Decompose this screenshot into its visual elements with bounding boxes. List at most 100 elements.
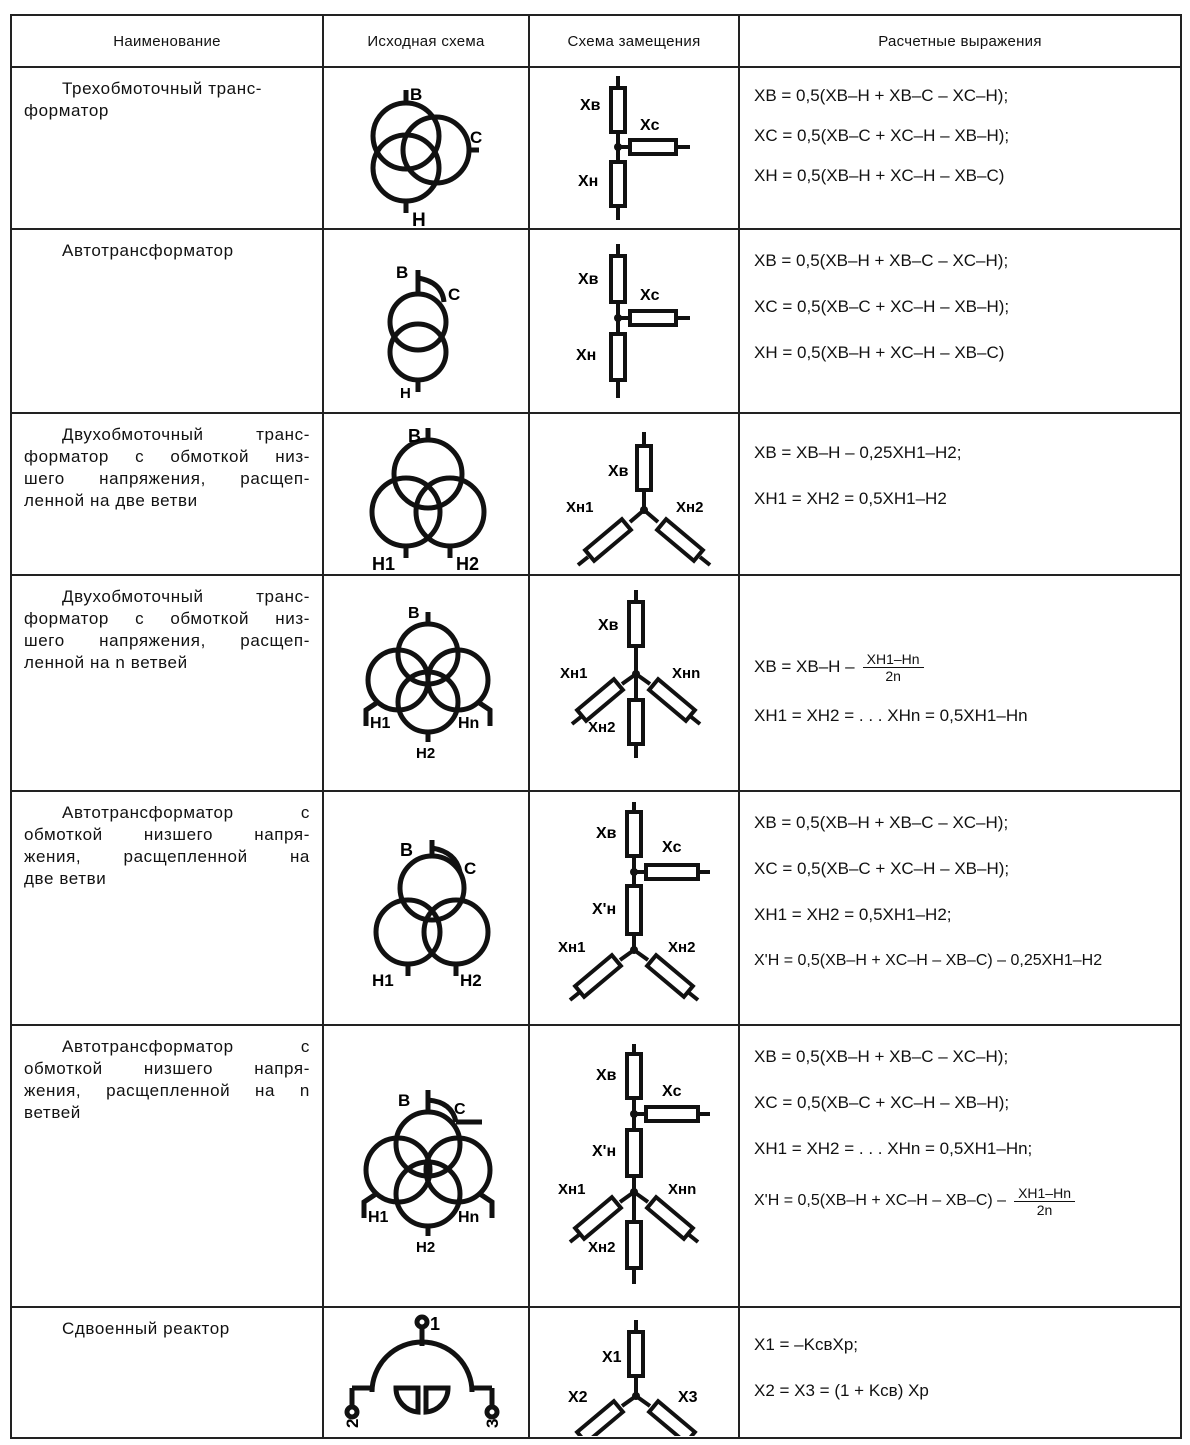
table-row: Трехобмоточный транс- форматор В С Н [10, 66, 1182, 230]
svg-text:Х1: Х1 [602, 1349, 622, 1366]
expressions-cell: XВ = XВ–Н – 0,25XН1–Н2; XН1 = XН2 = 0,5X… [738, 412, 1182, 576]
equivalent-scheme-cell: Хв Хс Хн [528, 66, 740, 230]
formula: XН1 = XН2 = . . . XНn = 0,5XН1–Нn [754, 706, 1028, 725]
expressions-cell: XВ = 0,5(XВ–Н + XВ–С – XС–Н); XС = 0,5(X… [738, 228, 1182, 414]
svg-text:Хс: Хс [662, 1083, 682, 1100]
equivalent-scheme-cell: Хв Хн1 Хнn Хн2 [528, 574, 740, 792]
svg-text:Хн1: Хн1 [558, 939, 585, 956]
svg-text:В: В [396, 263, 408, 282]
expressions-cell: XВ = XВ–Н – XН1–Нn 2n XН1 = XН2 = . . . … [738, 574, 1182, 792]
row-name: Автотрансформатор с обмоткой низшего нап… [10, 790, 324, 1026]
source-scheme-cell: В Н1 Н2 [322, 412, 530, 576]
table-row: Автотрансформатор с обмоткой низшего нап… [10, 1024, 1182, 1308]
svg-text:Нn: Нn [458, 1209, 479, 1226]
source-scheme-cell: В С Н [322, 66, 530, 230]
formula-fraction: XВ = XВ–Н – XН1–Нn 2n [754, 638, 1168, 696]
svg-text:Хв: Хв [598, 617, 619, 634]
table-row: Автотрансформатор с обмоткой низшего нап… [10, 790, 1182, 1026]
expressions-cell: XВ = 0,5(XВ–Н + XВ–С – XС–Н); XС = 0,5(X… [738, 66, 1182, 230]
svg-text:3: 3 [483, 1419, 502, 1428]
formula: XС = 0,5(XВ–С + XС–Н – XВ–Н); [754, 1093, 1010, 1112]
formula: XН1 = XН2 = 0,5XН1–Н2 [754, 489, 947, 508]
svg-text:1: 1 [430, 1314, 440, 1334]
svg-text:Хн: Хн [578, 173, 598, 190]
star-equivalent-diagram: Хв Хн1 Хн2 [566, 432, 712, 567]
equivalent-scheme-cell: Х1 Х2 Х3 [528, 1306, 740, 1439]
star-equivalent-diagram: Хв Хс Х'н Хн1 Хнn Хн2 [558, 1044, 710, 1284]
svg-text:Хв: Хв [596, 825, 617, 842]
twin-reactor-diagram: 1 2 3 [343, 1314, 502, 1428]
formula: XВ = 0,5(XВ–Н + XВ–С – XС–Н); [754, 251, 1009, 270]
formula: X2 = X3 = (1 + Kсв) Xр [754, 1381, 929, 1400]
formula: XВ = XВ–Н – 0,25XН1–Н2; [754, 443, 962, 462]
svg-text:Хс: Хс [662, 839, 682, 856]
equivalent-scheme-cell: Хв Хс Хн [528, 228, 740, 414]
svg-text:Хн2: Хн2 [588, 1239, 615, 1256]
n-split-autotransformer-diagram: В С Н1 Н2 Нn [361, 1090, 495, 1256]
table-row: Двухобмоточный транс- форматор с обмотко… [10, 412, 1182, 576]
svg-text:Хн2: Хн2 [588, 719, 615, 736]
formula: X'Н = 0,5(XВ–Н + XС–Н – XВ–С) – 0,25XН1–… [754, 952, 1103, 969]
svg-text:Хнn: Хнn [668, 1181, 696, 1198]
svg-text:С: С [448, 285, 460, 304]
equivalent-scheme-cell: Хв Хс Х'н Хн1 Хн2 [528, 790, 740, 1026]
svg-text:Хн1: Хн1 [566, 499, 593, 516]
svg-text:Н1: Н1 [372, 554, 395, 572]
header-source-scheme: Исходная схема [322, 14, 530, 68]
svg-text:Х2: Х2 [568, 1389, 588, 1406]
svg-text:Хв: Хв [578, 271, 599, 288]
svg-text:Хв: Хв [608, 463, 629, 480]
svg-text:Хв: Хв [596, 1067, 617, 1084]
row-name: Двухобмоточный транс- форматор с обмотко… [10, 574, 324, 792]
expressions-cell: XВ = 0,5(XВ–Н + XВ–С – XС–Н); XС = 0,5(X… [738, 1024, 1182, 1308]
svg-text:Н: Н [412, 210, 426, 226]
star-equivalent-diagram: Хв Хс Х'н Хн1 Хн2 [558, 802, 710, 1002]
svg-text:Н2: Н2 [416, 745, 435, 762]
three-winding-transformer-diagram: В С Н [370, 85, 482, 226]
svg-text:Хс: Хс [640, 287, 660, 304]
svg-text:В: В [410, 85, 422, 104]
svg-text:Н: Н [400, 385, 411, 402]
table-row: Автотрансформатор В С Н Хв [10, 228, 1182, 414]
table-row: Сдвоенный реактор 1 2 3 [10, 1306, 1182, 1439]
formula: XС = 0,5(XВ–С + XС–Н – XВ–Н); [754, 297, 1010, 316]
svg-text:В: В [400, 840, 413, 860]
row-name: Автотрансформатор [10, 228, 324, 414]
source-scheme-cell: В С Н1 Н2 Нn [322, 1024, 530, 1308]
svg-text:С: С [464, 859, 476, 878]
formula: XВ = 0,5(XВ–Н + XВ–С – XС–Н); [754, 86, 1009, 105]
row-name: Трехобмоточный транс- форматор [10, 66, 324, 230]
svg-text:Хн2: Хн2 [668, 939, 695, 956]
equivalent-scheme-cell: Хв Хн1 Хн2 [528, 412, 740, 576]
transformer-table: Наименование Исходная схема Схема замеще… [10, 14, 1182, 1439]
autotransformer-diagram: В С Н [387, 263, 460, 402]
formula: XС = 0,5(XВ–С + XС–Н – XВ–Н); [754, 126, 1010, 145]
svg-text:Хнn: Хнn [672, 665, 700, 682]
svg-text:Н1: Н1 [368, 1209, 389, 1226]
formula: XН1 = XН2 = . . . XНn = 0,5XН1–Нn; [754, 1139, 1033, 1158]
formula: XВ = 0,5(XВ–Н + XВ–С – XС–Н); [754, 813, 1009, 832]
source-scheme-cell: В С Н1 Н2 [322, 790, 530, 1026]
formula: XВ = 0,5(XВ–Н + XВ–С – XС–Н); [754, 1047, 1009, 1066]
header-equivalent-scheme: Схема замещения [528, 14, 740, 68]
expressions-cell: XВ = 0,5(XВ–Н + XВ–С – XС–Н); XС = 0,5(X… [738, 790, 1182, 1026]
star-equivalent-diagram: Хв Хс Хн [578, 76, 690, 220]
source-scheme-cell: 1 2 3 [322, 1306, 530, 1439]
expressions-cell: X1 = –KсвXр; X2 = X3 = (1 + Kсв) Xр [738, 1306, 1182, 1439]
table-row: Двухобмоточный транс- форматор с обмотко… [10, 574, 1182, 792]
svg-text:Хн1: Хн1 [558, 1181, 585, 1198]
svg-text:Хн2: Хн2 [676, 499, 703, 516]
svg-text:Х'н: Х'н [592, 901, 616, 918]
formula: XН = 0,5(XВ–Н + XС–Н – XВ–С) [754, 166, 1005, 185]
svg-text:В: В [408, 426, 421, 446]
svg-text:Н2: Н2 [456, 554, 479, 572]
svg-text:Хн1: Хн1 [560, 665, 587, 682]
svg-text:Х3: Х3 [678, 1389, 698, 1406]
svg-text:Н2: Н2 [416, 1239, 435, 1256]
row-name: Автотрансформатор с обмоткой низшего нап… [10, 1024, 324, 1308]
svg-text:Х'н: Х'н [592, 1143, 616, 1160]
formula: XН1 = XН2 = 0,5XН1–Н2; [754, 905, 952, 924]
svg-text:Н1: Н1 [372, 971, 394, 990]
svg-text:Нn: Нn [458, 715, 479, 732]
star-equivalent-diagram: Хв Хс Хн [576, 244, 690, 398]
